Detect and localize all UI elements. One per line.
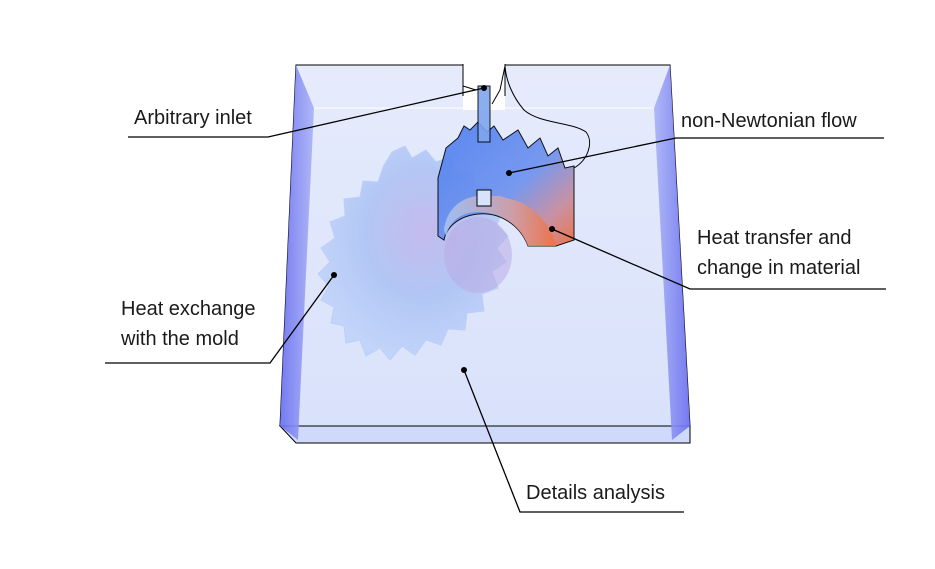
mold-right-wall [654, 65, 690, 440]
label-arbitrary-inlet: Arbitrary inlet [134, 107, 252, 129]
leader-dots [331, 85, 555, 373]
label-details-analysis: Details analysis [526, 482, 665, 504]
flow-surface-outline [504, 65, 590, 169]
leader-lines [105, 87, 886, 513]
label-non-newtonian-flow: non-Newtonian flow [681, 110, 857, 132]
leader-non-newtonian-flow [508, 137, 884, 174]
dot-heat-transfer [549, 226, 555, 232]
label-heat-transfer-line2: change in material [697, 257, 861, 279]
keyway [476, 189, 492, 207]
dot-heat-exchange [331, 272, 337, 278]
inlet-runner [477, 85, 491, 143]
flow-surface-outline-2 [462, 65, 506, 105]
leader-heat-transfer [551, 228, 886, 290]
dot-details-analysis [461, 367, 467, 373]
mold-left-wall [280, 65, 314, 440]
flow-front [437, 65, 590, 247]
leader-heat-exchange [105, 274, 335, 364]
label-heat-exchange-line1: Heat exchange [121, 298, 256, 320]
gear-hub [444, 217, 512, 293]
dot-non-newtonian-flow [506, 170, 512, 176]
flow-front-shape [437, 121, 575, 247]
leader-details-analysis [463, 369, 684, 513]
leader-arbitrary-inlet [128, 87, 485, 138]
label-heat-transfer-line1: Heat transfer and [697, 227, 852, 249]
mold-base [278, 425, 691, 444]
label-heat-exchange-line2: with the mold [121, 328, 239, 350]
bore-wall [444, 196, 556, 246]
dot-arbitrary-inlet [481, 85, 487, 91]
